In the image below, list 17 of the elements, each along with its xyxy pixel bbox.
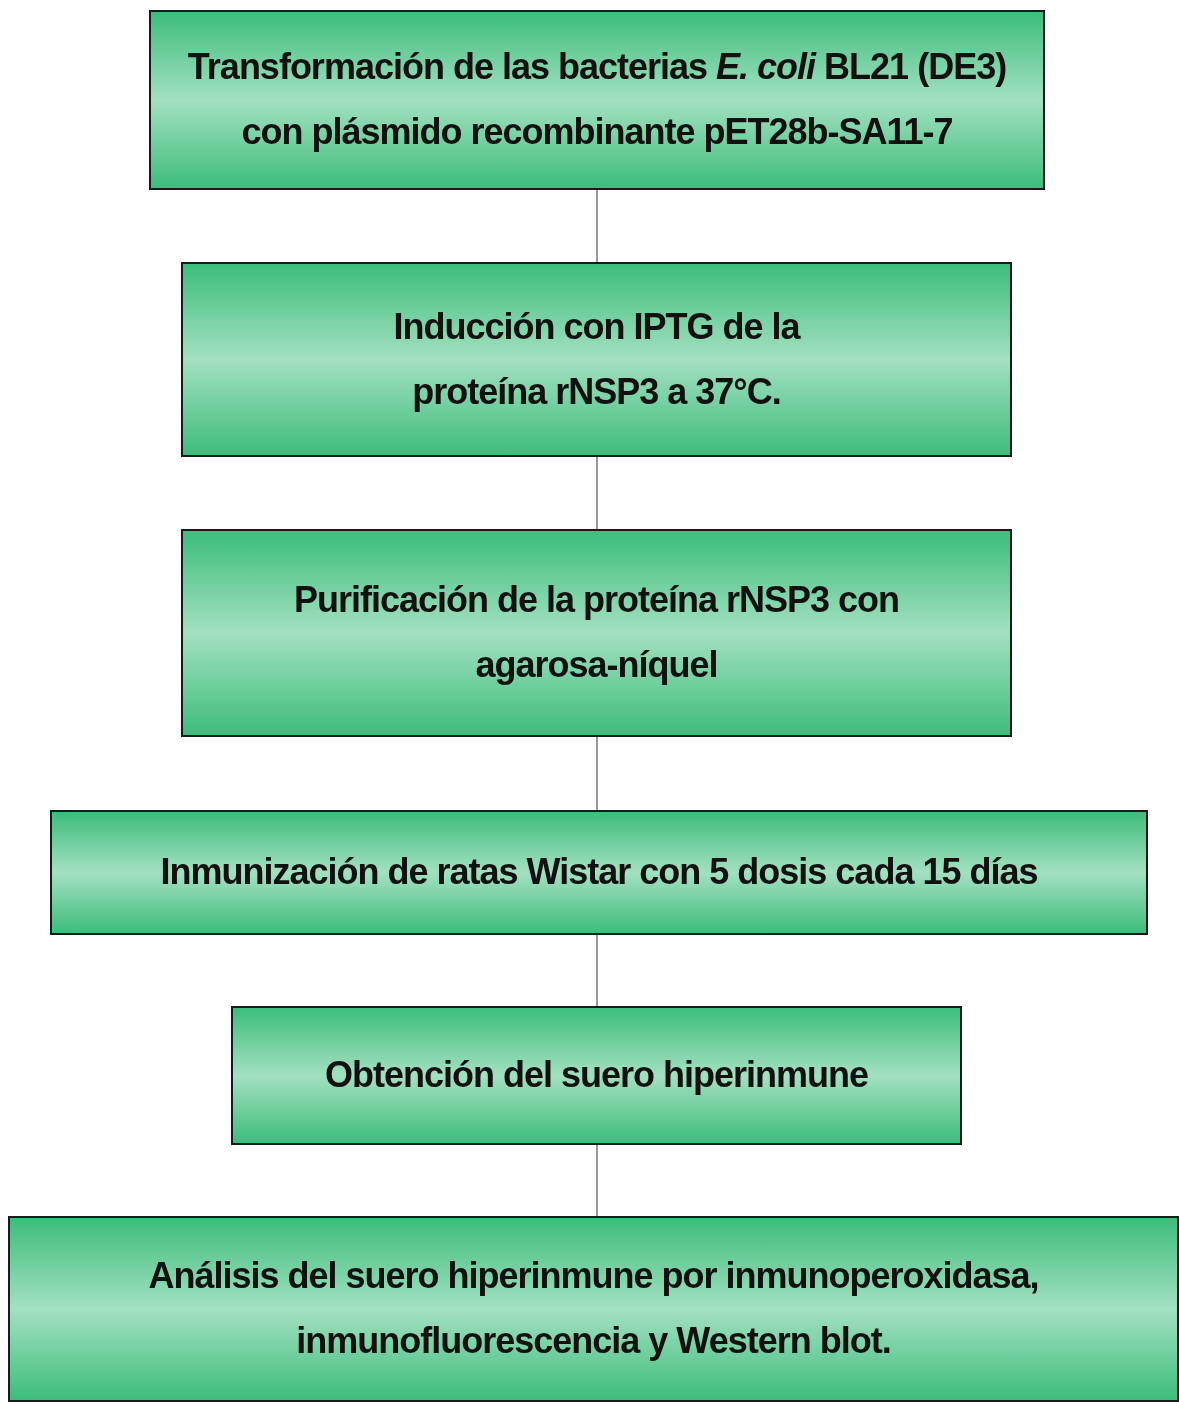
connector-line	[596, 456, 598, 530]
step-text: Inmunización de ratas Wistar con 5 dosis cada 15 días	[160, 850, 1038, 895]
process-box	[149, 10, 1045, 190]
connector-line	[596, 934, 598, 1007]
process-box	[8, 1216, 1179, 1402]
connector-line	[596, 189, 598, 263]
step-text: Purificación de la proteína rNSP3 con agarosa-níquel	[292, 578, 901, 687]
connector-line	[596, 736, 598, 811]
process-box	[181, 262, 1012, 457]
connector-line	[596, 1144, 598, 1217]
step-text: Inducción con IPTG de la proteína rNSP3 a 37°C.	[392, 304, 802, 414]
step-text: Transformación de las bacterias E. coli BL21 (DE3) con plásmido recombinante pET28b-SA11-7	[186, 45, 1008, 154]
step-text: Análisis del suero hiperinmune por inmunoperoxidasa, inmunofluorescencia y Western blot.	[147, 1254, 1040, 1363]
step-text: Obtención del suero hiperinmune	[324, 1053, 869, 1098]
process-box	[181, 529, 1012, 737]
process-box	[231, 1006, 962, 1145]
process-box	[50, 810, 1148, 935]
